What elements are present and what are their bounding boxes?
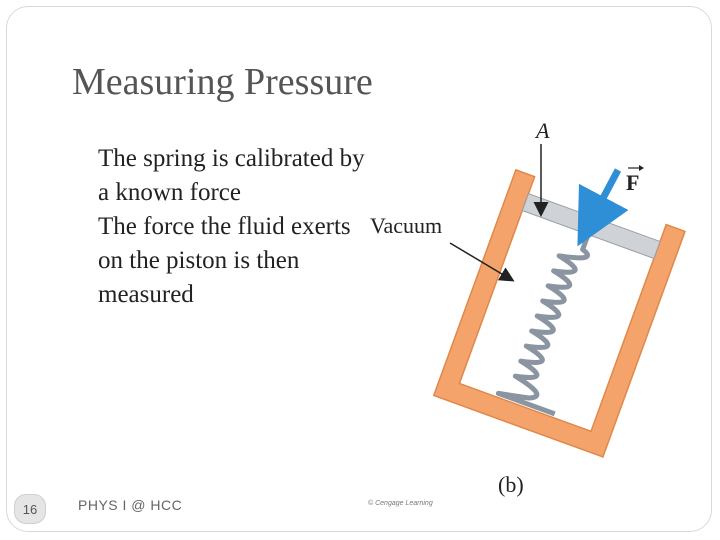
bullet-item: The force the fluid exerts on the piston… xyxy=(78,210,378,312)
container xyxy=(432,168,686,458)
page-number-badge: 16 xyxy=(14,494,46,524)
label-vacuum: Vacuum xyxy=(370,213,442,238)
container-wall xyxy=(432,168,686,458)
bullet-item: The spring is calibrated by a known forc… xyxy=(78,142,378,210)
pressure-gauge-figure: A F Vacuum (b) xyxy=(350,110,700,500)
spring xyxy=(495,233,591,417)
figure-credit: © Cengage Learning xyxy=(368,500,433,507)
slide-frame xyxy=(6,6,712,532)
bullet-text: The spring is calibrated by a known forc… xyxy=(98,145,365,206)
bullet-list: The spring is calibrated by a known forc… xyxy=(78,142,378,312)
label-b: (b) xyxy=(498,472,524,497)
footer-text: PHYS I @ HCC xyxy=(78,497,183,513)
label-f: F xyxy=(626,170,639,195)
force-arrow xyxy=(577,168,629,247)
vacuum-arrow xyxy=(449,242,515,282)
vector-arrowhead-icon xyxy=(639,165,644,171)
label-a: A xyxy=(534,118,550,143)
slide-title: Measuring Pressure xyxy=(72,61,373,103)
bullet-text: The force the fluid exerts on the piston… xyxy=(98,213,351,308)
pressure-gauge-diagram: A F Vacuum (b) xyxy=(370,118,686,497)
